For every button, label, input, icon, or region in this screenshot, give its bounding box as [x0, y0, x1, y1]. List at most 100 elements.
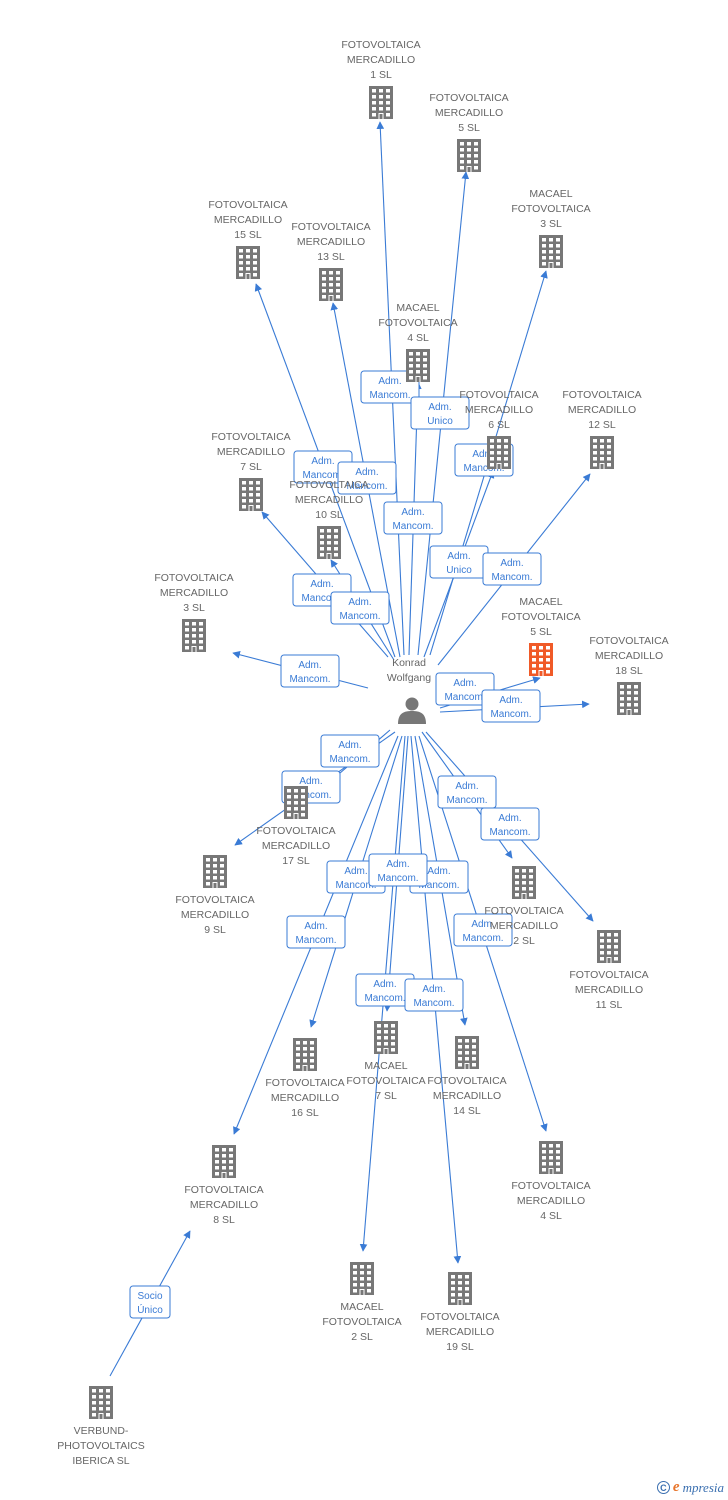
edge-label-text: Adm.	[427, 866, 450, 877]
company-label: FOTOVOLTAICA	[265, 1077, 344, 1089]
edge-label-text: Mancom.	[290, 790, 331, 801]
company-label: FOTOVOLTAICA	[256, 825, 335, 837]
company-label: MERCADILLO	[271, 1092, 339, 1104]
edge-label-text: Adm.	[500, 558, 523, 569]
edge-label[interactable]: Adm.Mancom.	[437, 775, 497, 809]
edge-label[interactable]: Adm.Mancom.	[404, 978, 464, 1012]
edge-label-text: Adm.	[311, 456, 334, 467]
company-label: 4 SL	[407, 332, 429, 344]
company-label: MERCADILLO	[262, 840, 330, 852]
edge-label[interactable]: Adm.Mancom.	[320, 734, 380, 768]
edge-label[interactable]: Adm.Mancom.	[360, 370, 420, 404]
edge-label-text: Adm.	[386, 859, 409, 870]
edge-label[interactable]: Adm.Mancom.	[480, 807, 540, 841]
company-label: 13 SL	[317, 251, 345, 263]
company-label: MERCADILLO	[295, 494, 363, 506]
edge-label[interactable]: Adm. Mancom.	[482, 552, 542, 586]
company-label: FOTOVOLTAICA	[589, 635, 668, 647]
edge-label-text: Adm.	[453, 678, 476, 689]
company-label: FOTOVOLTAICA	[184, 1184, 263, 1196]
edge-label-text: Mancom.	[329, 754, 370, 765]
edge-label[interactable]: Adm.Mancom.	[481, 689, 541, 723]
company-label: 3 SL	[183, 602, 205, 614]
edge-label[interactable]: Adm.Unico	[429, 545, 489, 579]
edge-label-text: Mancom.	[295, 935, 336, 946]
company-label: FOTOVOLTAICA	[211, 431, 290, 443]
company-label: MERCADILLO	[517, 1195, 585, 1207]
company-label: MERCADILLO	[160, 587, 228, 599]
edge-label-text: Adm.	[298, 660, 321, 671]
edge-label[interactable]: Adm.Mancom.	[435, 672, 495, 706]
company-label: MERCADILLO	[465, 404, 533, 416]
edge-label[interactable]: Adm.Mancom.	[286, 915, 346, 949]
company-label: MERCADILLO	[217, 446, 285, 458]
company-label: MERCADILLO	[347, 54, 415, 66]
edge-label[interactable]: Adm.Mancom.	[280, 654, 340, 688]
edge-label-text: Adm.	[472, 449, 495, 460]
edge-label[interactable]: Adm.Mancom.	[453, 913, 513, 947]
company-label: FOTOVOLTAICA	[511, 1180, 590, 1192]
company-label: FOTOVOLTAICA	[420, 1311, 499, 1323]
edge-label-text: Adm.	[378, 376, 401, 387]
building-icon	[529, 643, 553, 676]
company-label: FOTOVOLTAICA	[501, 611, 580, 623]
edge-label[interactable]: Adm.Mancom.	[330, 591, 390, 625]
building-icon	[590, 436, 614, 469]
building-icon	[203, 855, 227, 888]
edge-label-text: Unico	[427, 416, 453, 427]
company-label: FOTOVOLTAICA	[175, 894, 254, 906]
company-label: FOTOVOLTAICA	[427, 1075, 506, 1087]
edge-labels-layer: Adm.Mancom.Adm.UnicoAdm.Mancom.Adm.Manco…	[129, 370, 542, 1319]
edge-label[interactable]: Adm.Mancom.	[355, 973, 415, 1007]
edge-label-text: Mancom.	[463, 463, 504, 474]
edge-label-text: Mancom.	[491, 572, 532, 583]
brand-initial: e	[672, 1479, 680, 1495]
edge-label[interactable]: Adm.Mancom.	[368, 853, 428, 887]
edge-label[interactable]: Adm.Mancom.	[383, 501, 443, 535]
edge-label-text: Mancom.	[462, 933, 503, 944]
edge-label[interactable]: Adm.Mancom.	[337, 461, 397, 495]
edge-label-text: Socio	[137, 1291, 162, 1302]
building-icon	[317, 526, 341, 559]
company-label: MERCADILLO	[433, 1090, 501, 1102]
edge-label-text: Adm.	[373, 979, 396, 990]
company-label: 17 SL	[282, 855, 310, 867]
edge-label-text: Mancom.	[301, 593, 342, 604]
company-label: IBERICA SL	[72, 1455, 129, 1467]
copyright-icon: C	[656, 1481, 670, 1494]
brand-name: mpresia	[682, 1479, 724, 1495]
edge-label-text: Adm.	[348, 597, 371, 608]
company-label: MACAEL	[396, 302, 439, 314]
building-icon	[617, 682, 641, 715]
edge-label[interactable]: Adm.Unico	[410, 396, 470, 430]
company-node-c17[interactable]: FOTOVOLTAICA MERCADILLO 17 SL	[256, 786, 336, 867]
